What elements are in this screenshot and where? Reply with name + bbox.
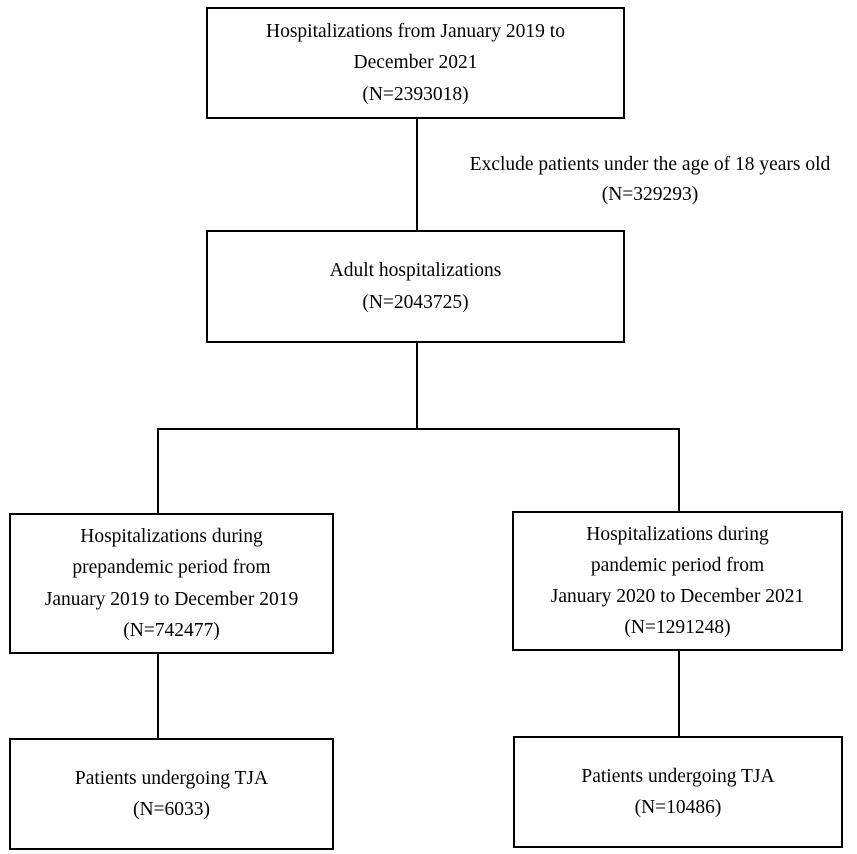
box-pandemic-line1: Hospitalizations during — [586, 523, 769, 545]
box-adult-hospitalizations-count: (N=2043725) — [362, 291, 469, 313]
box-prepandemic-line2: prepandemic period from — [72, 557, 271, 579]
box-tja-pandemic-line1: Patients undergoing TJA — [581, 765, 775, 787]
connector-split-to-pandemic — [678, 428, 680, 513]
box-prepandemic-line3: January 2019 to December 2019 — [44, 588, 299, 610]
box-prepandemic-count: (N=742477) — [123, 619, 220, 641]
box-pandemic-line3: January 2020 to December 2021 — [550, 586, 805, 607]
box-tja-pandemic: Patients undergoing TJA (N=10486) — [513, 736, 843, 848]
box-adult-hospitalizations: Adult hospitalizations (N=2043725) — [206, 230, 625, 343]
connector-adult-to-split — [416, 342, 418, 429]
connector-pandemic-to-tja — [678, 650, 680, 737]
box-prepandemic-line1: Hospitalizations during — [80, 526, 263, 548]
box-adult-hospitalizations-line1: Adult hospitalizations — [329, 260, 502, 282]
box-prepandemic: Hospitalizations during prepandemic peri… — [9, 513, 334, 654]
box-pandemic-line2: pandemic period from — [590, 554, 765, 576]
exclusion-note-count: (N=329293) — [601, 184, 699, 206]
box-pandemic-count: (N=1291248) — [624, 617, 731, 639]
box-tja-prepandemic: Patients undergoing TJA (N=6033) — [9, 738, 334, 850]
connector-split-to-prepandemic — [157, 428, 159, 514]
box-tja-pandemic-count: (N=10486) — [634, 797, 722, 818]
box-all-hospitalizations-line1: Hospitalizations from January 2019 to — [266, 21, 565, 43]
connector-split-horizontal — [157, 428, 679, 430]
box-tja-prepandemic-count: (N=6033) — [132, 799, 211, 820]
connector-top-to-adult — [416, 118, 418, 231]
box-all-hospitalizations: Hospitalizations from January 2019 to De… — [206, 7, 625, 119]
exclusion-note: Exclude patients under the age of 18 yea… — [440, 150, 857, 210]
connector-prepandemic-to-tja — [157, 653, 159, 739]
box-all-hospitalizations-line2: December 2021 — [353, 52, 478, 74]
box-pandemic: Hospitalizations during pandemic period … — [512, 511, 843, 651]
box-tja-prepandemic-line1: Patients undergoing TJA — [74, 767, 269, 789]
box-all-hospitalizations-count: (N=2393018) — [362, 83, 469, 105]
exclusion-note-text: Exclude patients under the age of 18 yea… — [469, 154, 831, 175]
